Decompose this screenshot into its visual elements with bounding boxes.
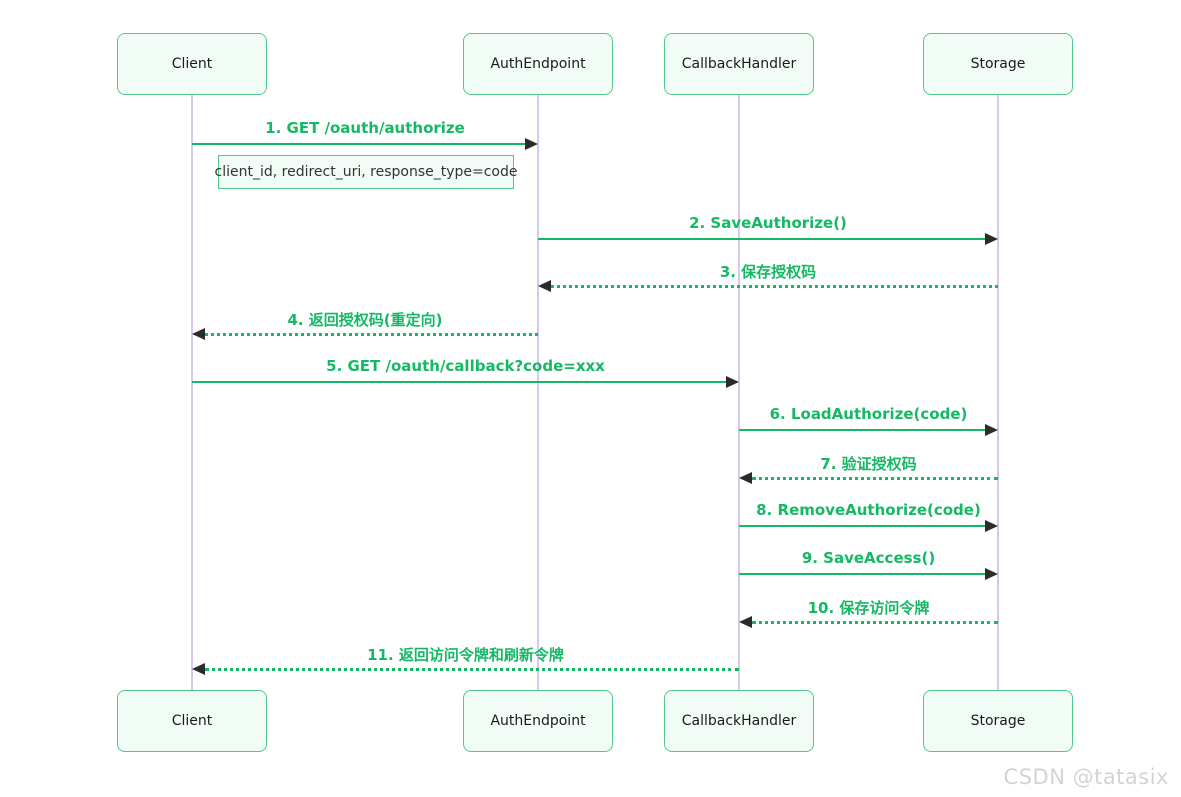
actor-top-client: Client <box>117 33 267 95</box>
message-line-7 <box>752 477 998 480</box>
actor-label-auth-endpoint: AuthEndpoint <box>490 713 586 729</box>
message-label-2: 2. SaveAuthorize() <box>689 214 847 232</box>
message-label-1: 1. GET /oauth/authorize <box>265 119 465 137</box>
message-label-9: 9. SaveAccess() <box>801 549 936 567</box>
actor-label-client: Client <box>171 713 213 729</box>
message-line-2 <box>538 238 985 240</box>
actor-bottom-client: Client <box>117 690 267 752</box>
watermark: CSDN @tatasix <box>1003 765 1169 789</box>
message-line-6 <box>739 429 985 431</box>
actor-label-storage: Storage <box>970 56 1026 72</box>
message-line-9 <box>739 573 985 575</box>
actor-top-auth-endpoint: AuthEndpoint <box>463 33 613 95</box>
message-label-7: 7. 验证授权码 <box>820 455 917 473</box>
actor-label-client: Client <box>171 56 213 72</box>
message-label-8: 8. RemoveAuthorize(code) <box>756 501 981 519</box>
message-line-11 <box>205 668 739 671</box>
message-label-11: 11. 返回访问令牌和刷新令牌 <box>367 646 564 664</box>
message-line-8 <box>739 525 985 527</box>
actor-bottom-storage: Storage <box>923 690 1073 752</box>
message-label-6: 6. LoadAuthorize(code) <box>769 405 968 423</box>
arrowhead-1 <box>525 138 538 150</box>
arrowhead-11 <box>192 663 205 675</box>
message-label-5: 5. GET /oauth/callback?code=xxx <box>326 357 605 375</box>
actor-top-callback-handler: CallbackHandler <box>664 33 814 95</box>
actor-bottom-callback-handler: CallbackHandler <box>664 690 814 752</box>
lifeline-auth-endpoint <box>537 95 539 691</box>
arrowhead-6 <box>985 424 998 436</box>
actor-top-storage: Storage <box>923 33 1073 95</box>
actor-bottom-auth-endpoint: AuthEndpoint <box>463 690 613 752</box>
actor-label-callback-handler: CallbackHandler <box>681 713 797 729</box>
message-line-5 <box>192 381 726 383</box>
lifeline-callback-handler <box>738 95 740 691</box>
message-label-3: 3. 保存授权码 <box>719 263 817 281</box>
lifeline-storage <box>997 95 999 691</box>
message-line-10 <box>752 621 998 624</box>
arrowhead-2 <box>985 233 998 245</box>
arrowhead-7 <box>739 472 752 484</box>
arrowhead-8 <box>985 520 998 532</box>
actor-label-auth-endpoint: AuthEndpoint <box>490 56 586 72</box>
message-line-3 <box>551 285 998 288</box>
arrowhead-4 <box>192 328 205 340</box>
arrowhead-3 <box>538 280 551 292</box>
note-box: client_id, redirect_uri, response_type=c… <box>215 155 518 189</box>
message-line-4 <box>205 333 538 336</box>
arrowhead-10 <box>739 616 752 628</box>
message-label-4: 4. 返回授权码(重定向) <box>287 311 443 329</box>
arrowhead-9 <box>985 568 998 580</box>
message-line-1 <box>192 143 525 145</box>
note-text: client_id, redirect_uri, response_type=c… <box>214 164 518 180</box>
actor-label-storage: Storage <box>970 713 1026 729</box>
arrowhead-5 <box>726 376 739 388</box>
message-label-10: 10. 保存访问令牌 <box>807 599 930 617</box>
actor-label-callback-handler: CallbackHandler <box>681 56 797 72</box>
lifeline-client <box>191 95 193 691</box>
